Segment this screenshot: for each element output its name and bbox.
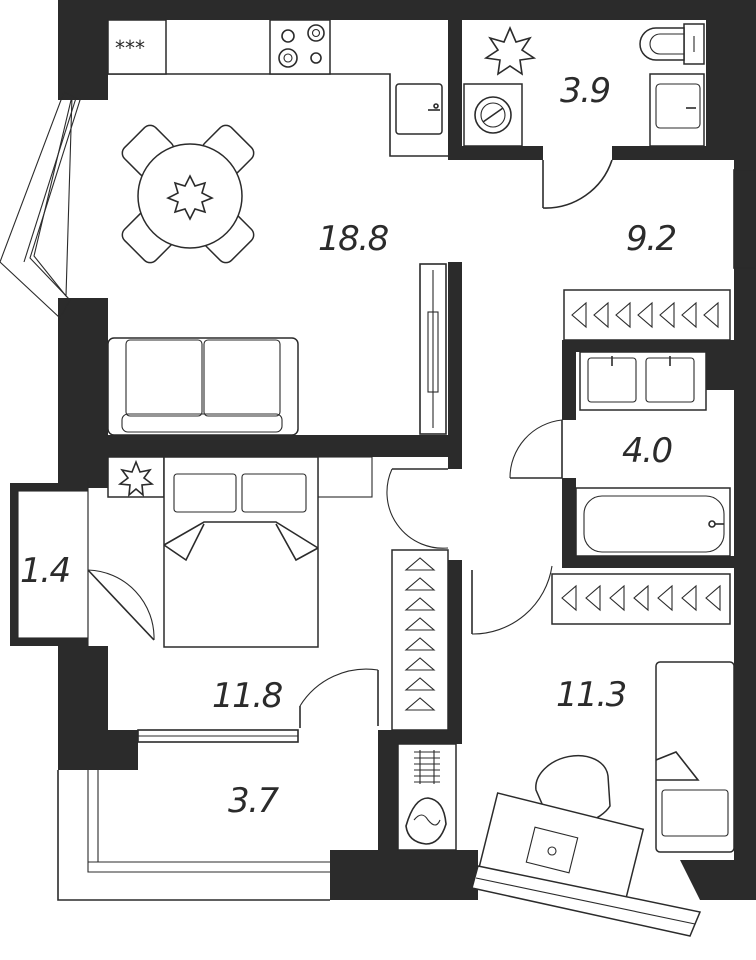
area-storage: 1.4 <box>20 551 70 591</box>
balcony <box>57 770 330 901</box>
bathtub-icon <box>575 487 731 557</box>
bedroom-wardrobe-icon <box>391 549 449 731</box>
sofa-icon <box>107 337 299 436</box>
area-hallway: 9.2 <box>626 219 676 259</box>
bedroom-furniture <box>107 456 449 731</box>
area-labels: 18.8 3.9 9.2 4.0 1.4 11.8 11.3 3.7 <box>20 71 677 821</box>
area-bathroom-small: 3.9 <box>560 71 610 111</box>
bathroom-sink-icon <box>649 73 705 147</box>
radiator-plant-icon <box>397 743 457 851</box>
area-living-kitchen: 18.8 <box>318 219 389 259</box>
area-bathroom: 4.0 <box>622 431 672 471</box>
area-room: 11.3 <box>556 675 626 715</box>
kitchen-counter: *** <box>107 19 448 157</box>
single-bed-icon <box>655 661 735 853</box>
room-wardrobe-icon <box>551 573 731 625</box>
wc-fixtures <box>463 23 705 147</box>
toilet-icon <box>639 23 705 65</box>
double-bed-icon <box>163 456 319 648</box>
room-furniture <box>397 573 735 937</box>
double-sink-icon <box>579 351 707 411</box>
bathroom-fixtures <box>575 351 731 557</box>
area-balcony: 3.7 <box>228 781 279 821</box>
stove-marks: *** <box>115 36 145 60</box>
area-bedroom: 11.8 <box>212 676 283 716</box>
washing-machine-icon <box>463 83 523 147</box>
plant-icon <box>483 25 537 76</box>
dining-table-icon <box>121 124 255 264</box>
walls <box>10 0 756 900</box>
kitchen-sink-icon <box>395 83 443 135</box>
windows <box>0 91 756 743</box>
stove-icon <box>269 19 331 75</box>
wardrobe-icon <box>563 289 731 341</box>
desk-icon <box>471 754 702 937</box>
doors <box>87 159 613 728</box>
